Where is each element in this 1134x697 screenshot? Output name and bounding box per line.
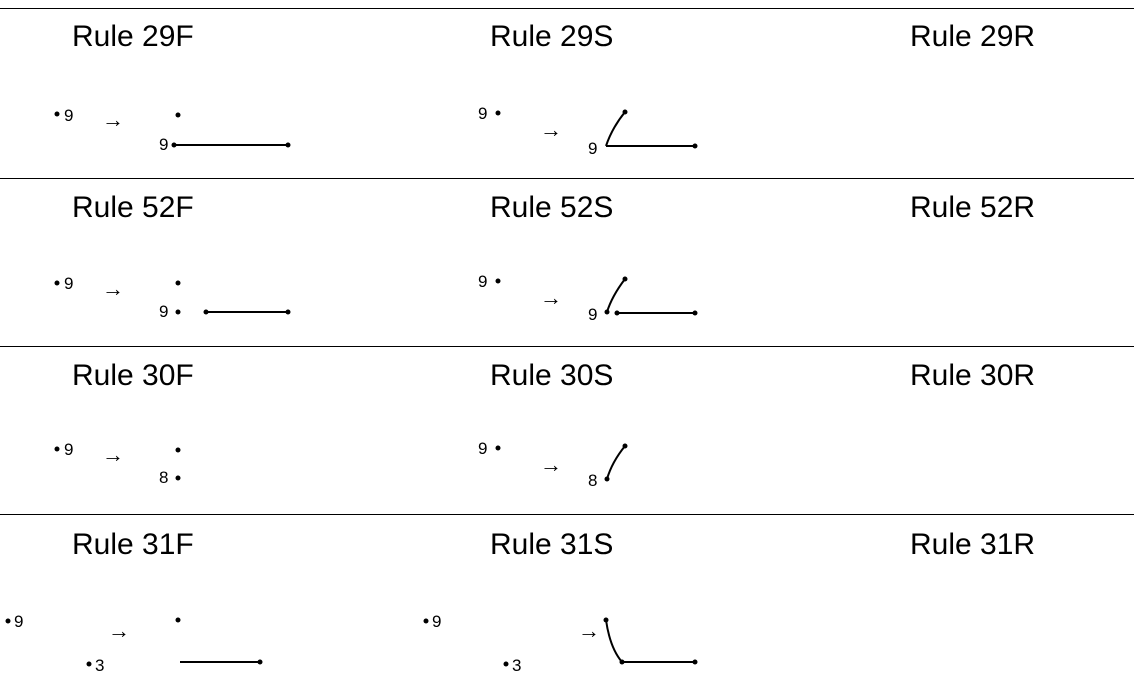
rule-30s-title: Rule 30S [490,359,614,392]
rule-30s-curve-end [604,476,610,482]
rule-52s-seg-end [692,310,698,316]
rule-52f-before-dot [54,280,60,286]
rule-52s-before-label: 9 [478,272,488,291]
rule-29f-before-label: 9 [64,106,74,125]
rule-29s-arrow: → [540,117,562,142]
rule-30f-title: Rule 30F [72,359,194,392]
rule-31f-before-dot-2 [86,661,92,667]
rule-52f-after-dot [175,309,181,315]
rule-52s-curve [606,278,626,313]
rule-52f-seg-start [203,309,209,315]
rule-31s-arrow: → [578,618,600,643]
rule-29s-title: Rule 29S [490,20,614,53]
rule-29f-seg-end [285,142,291,148]
rule-52s-curve-end [604,309,610,315]
rule-30s-after-label: 8 [588,471,598,490]
rule-29f-title: Rule 29F [72,20,194,53]
rule-29s-before-dot [495,110,501,116]
rule-31f-before-label: 9 [14,612,24,631]
rule-52f-before-label: 9 [64,274,74,293]
rule-31f-top-dot [175,617,181,623]
rule-52f-seg-end [285,309,291,315]
rule-30f-before-label: 9 [64,440,74,459]
rule-31f-arrow: → [108,618,130,643]
rule-52f-after-label: 9 [159,302,169,321]
rule-29f-after-label: 9 [159,135,169,154]
rule-31f-title: Rule 31F [72,528,194,561]
rule-30f-arrow: → [102,442,124,467]
rule-52s-arrow: → [540,285,562,310]
rule-31s-title: Rule 31S [490,528,614,561]
rule-29f-arrow: → [102,107,124,132]
rule-29f-seg-start [171,142,177,148]
rule-31f-seg-end [257,659,263,665]
rule-31s-before-label-2: 3 [512,656,522,675]
rule-31r-title: Rule 31R [910,528,1036,561]
rule-30s-arrow: → [540,452,562,477]
rule-30s-curve [606,445,626,480]
rule-30f-after-dot [175,475,181,481]
rule-30f-top-dot [175,447,181,453]
rule-29s-curve-top [622,109,628,115]
rule-29r-title: Rule 29R [910,20,1036,53]
rule-29s-seg-end [692,143,698,149]
rule-29s-before-label: 9 [478,104,488,123]
rule-31s-before-label: 9 [432,612,442,631]
rule-30s-before-label: 9 [478,439,488,458]
rule-31f-before-label-2: 3 [95,656,105,675]
rule-30s-before-dot [495,445,501,451]
rule-30r-title: Rule 30R [910,359,1036,392]
rule-52s-seg-start [614,310,620,316]
row-divider-top [0,8,1134,9]
rule-30f-before-dot [54,446,60,452]
rule-52r-title: Rule 52R [910,191,1036,224]
rule-29s-after-label: 9 [588,139,598,158]
rule-31s-curve [605,619,623,663]
rule-52s-title: Rule 52S [490,191,614,224]
rule-52f-arrow: → [102,276,124,301]
rule-30f-after-label: 8 [159,468,169,487]
rule-52s-after-label: 9 [588,305,598,324]
rule-29f-before-dot [54,111,60,117]
rule-52f-title: Rule 52F [72,191,194,224]
row-divider-3 [0,514,1134,515]
rule-31s-before-dot-2 [503,661,509,667]
rule-31f-before-dot [5,618,11,624]
row-divider-1 [0,178,1134,179]
rule-52s-before-dot [495,278,501,284]
rule-52s-curve-top [622,276,628,282]
rule-29s-curve [605,111,626,147]
rule-29f-top-dot [175,112,181,118]
row-divider-2 [0,346,1134,347]
rule-31s-curve-top [603,617,609,623]
rule-52f-top-dot [175,280,181,286]
rule-31s-seg-end [692,659,698,665]
rule-30s-curve-top [622,443,628,449]
rule-31s-before-dot [423,618,429,624]
